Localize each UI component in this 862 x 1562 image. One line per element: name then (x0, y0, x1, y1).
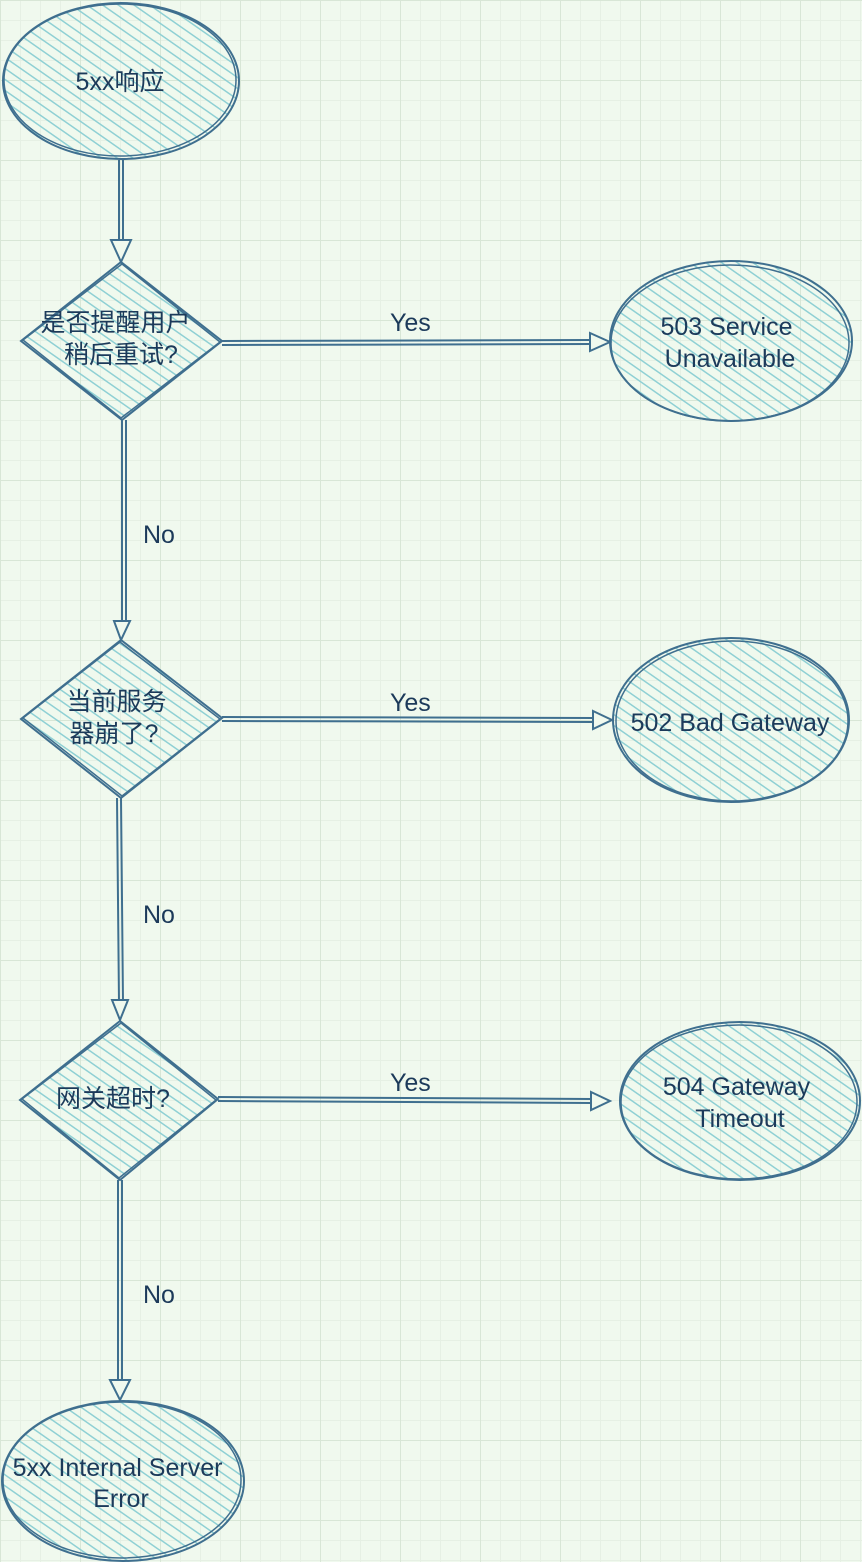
edge-start-to-retry (109, 160, 133, 265)
edge-timeout-no (108, 1180, 132, 1403)
edge-timeout-yes (217, 1090, 613, 1112)
node-decision-crash-label: 当前服务 器崩了? (67, 688, 174, 748)
node-result-503[interactable]: 503 Service Unavailable (609, 260, 853, 422)
node-start[interactable]: 5xx响应 (2, 2, 240, 160)
edge-retry-no (112, 420, 132, 643)
edge-label-yes-503: Yes (390, 309, 431, 337)
node-decision-crash[interactable]: 当前服务 器崩了? (19, 638, 224, 800)
node-decision-timeout[interactable]: 网关超时? (18, 1019, 220, 1182)
node-result-504-label: 504 Gateway Timeout (663, 1073, 817, 1133)
node-result-502-label: 502 Bad Gateway (631, 709, 830, 737)
edge-retry-yes (221, 331, 613, 353)
node-result-504[interactable]: 504 Gateway Timeout (619, 1021, 861, 1181)
node-result-503-label: 503 Service Unavailable (661, 313, 800, 373)
node-decision-retry[interactable]: 是否提醒用户 稍后重试? (19, 260, 224, 422)
edge-label-no-crash: No (143, 521, 175, 549)
edge-label-yes-504: Yes (390, 1069, 431, 1097)
node-start-label: 5xx响应 (76, 68, 165, 96)
node-result-502[interactable]: 502 Bad Gateway (612, 637, 850, 803)
edge-crash-no (110, 797, 130, 1023)
node-decision-timeout-label: 网关超时? (56, 1085, 170, 1113)
node-decision-retry-label: 是否提醒用户 稍后重试? (41, 309, 198, 369)
edge-label-no-500: No (143, 1281, 175, 1309)
edge-label-yes-502: Yes (390, 689, 431, 717)
node-result-500[interactable]: 5xx Internal Server Error (1, 1400, 245, 1562)
node-result-500-label: 5xx Internal Server Error (13, 1454, 230, 1513)
edge-label-no-timeout: No (143, 901, 175, 929)
edge-crash-yes (221, 709, 615, 731)
edges (108, 160, 615, 1403)
